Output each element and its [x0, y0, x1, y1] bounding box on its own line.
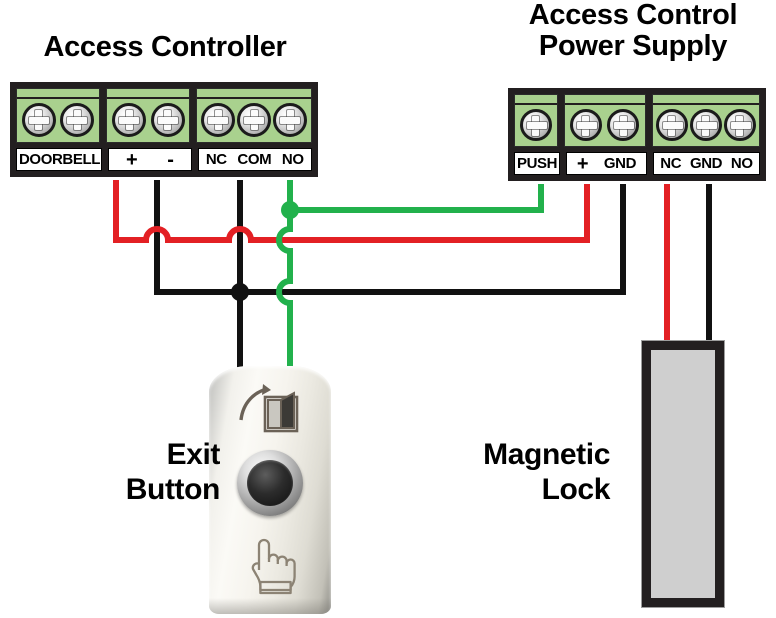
- screw-terminal-psu-nc[interactable]: [655, 109, 688, 141]
- screw-terminal-psu-positive[interactable]: [569, 109, 602, 141]
- exit-button-device[interactable]: [209, 366, 331, 614]
- device-label-exit-button: Exit Button: [20, 437, 221, 508]
- controller-group-door-bell: [16, 88, 101, 143]
- screw-row: [107, 99, 189, 142]
- terminal-strip: [17, 89, 100, 99]
- door-open-icon: [239, 384, 299, 433]
- terminal-label-nc: NC: [205, 151, 227, 168]
- exit-label-line-2: Button: [125, 473, 221, 507]
- screw-row: [197, 99, 311, 142]
- terminal-block-access-controller[interactable]: DOOR BELL + - NC COM NO: [10, 82, 318, 177]
- screw-row: [515, 105, 557, 146]
- controller-label-row: DOOR BELL + - NC COM NO: [16, 148, 312, 177]
- terminal-label-push: PUSH: [517, 155, 558, 172]
- controller-group-power: [106, 88, 191, 143]
- label-box-power: + -: [108, 148, 192, 171]
- screw-terminal-nc[interactable]: [201, 103, 236, 137]
- screw-terminal-psu-relay-gnd[interactable]: [689, 109, 722, 141]
- terminal-strip: [652, 95, 759, 105]
- screw-row: [17, 99, 99, 142]
- psu-title-line-2: Power Supply: [538, 29, 728, 62]
- controller-screw-groups: [16, 88, 312, 143]
- label-box-psu-power: + GND: [566, 152, 647, 175]
- junction-dot-green: [281, 201, 299, 219]
- terminal-strip: [197, 89, 311, 99]
- screw-terminal-positive[interactable]: [112, 103, 147, 137]
- page-title-access-controller: Access Controller: [43, 31, 287, 63]
- terminal-label-psu-nc: NC: [660, 155, 682, 172]
- screw-terminal-com[interactable]: [237, 103, 272, 137]
- page-title-power-supply: Access Control Power Supply: [490, 0, 776, 61]
- terminal-label-bell: BELL: [62, 151, 100, 168]
- exit-label-line-1: Exit: [166, 438, 221, 471]
- exit-button-housing: [209, 366, 331, 614]
- screw-terminal-psu-no[interactable]: [723, 109, 756, 141]
- terminal-strip: [564, 95, 645, 105]
- label-box-psu-relay: NC GND NO: [652, 152, 760, 175]
- maglock-label-line-1: Magnetic: [483, 438, 610, 471]
- terminal-label-psu-no: NO: [730, 155, 753, 172]
- wire-red-positive-to-psu-positive: [113, 180, 590, 243]
- screw-row: [653, 105, 759, 146]
- junction-dot-black: [231, 283, 249, 301]
- terminal-strip: [515, 95, 557, 105]
- wire-black-negative-to-psu-gnd: [154, 180, 626, 295]
- controller-group-relay: [196, 88, 312, 143]
- psu-group-power: [563, 94, 646, 147]
- terminal-label-com: COM: [237, 151, 272, 168]
- screw-terminal-negative[interactable]: [150, 103, 185, 137]
- terminal-label-psu-positive: +: [576, 152, 589, 175]
- screw-terminal-psu-gnd[interactable]: [607, 109, 640, 141]
- screw-row: [565, 105, 645, 146]
- pointing-hand-icon: [251, 538, 296, 595]
- label-box-door-bell: DOOR BELL: [16, 148, 102, 171]
- terminal-label-psu-relay-gnd: GND: [689, 155, 723, 172]
- psu-screw-groups: [514, 94, 760, 147]
- wire-green-no-to-exit-button: [276, 210, 293, 372]
- terminal-strip: [107, 89, 190, 99]
- terminal-label-negative: -: [167, 148, 174, 171]
- terminal-label-psu-gnd: GND: [603, 155, 637, 172]
- label-box-push: PUSH: [514, 152, 560, 175]
- screw-terminal-door[interactable]: [21, 103, 56, 137]
- psu-label-row: PUSH + GND NC GND NO: [514, 152, 760, 181]
- terminal-label-positive: +: [125, 148, 138, 171]
- screw-terminal-bell[interactable]: [60, 103, 95, 137]
- psu-title-line-1: Access Control: [528, 0, 738, 31]
- maglock-label-line-2: Lock: [541, 473, 611, 507]
- terminal-block-power-supply[interactable]: PUSH + GND NC GND NO: [508, 88, 766, 181]
- terminal-label-no: NO: [281, 151, 304, 168]
- exit-push-knob[interactable]: [237, 450, 303, 516]
- terminal-label-door: DOOR: [19, 151, 63, 168]
- device-label-magnetic-lock: Magnetic Lock: [430, 437, 610, 508]
- psu-group-push: [514, 94, 558, 147]
- magnetic-lock-device[interactable]: [642, 341, 724, 607]
- psu-group-relay: [651, 94, 760, 147]
- wire-green-no-to-psu-push: [287, 180, 544, 213]
- screw-terminal-push[interactable]: [519, 109, 552, 141]
- exit-push-knob-center[interactable]: [247, 460, 293, 506]
- screw-terminal-no[interactable]: [273, 103, 308, 137]
- label-box-relay: NC COM NO: [197, 148, 312, 171]
